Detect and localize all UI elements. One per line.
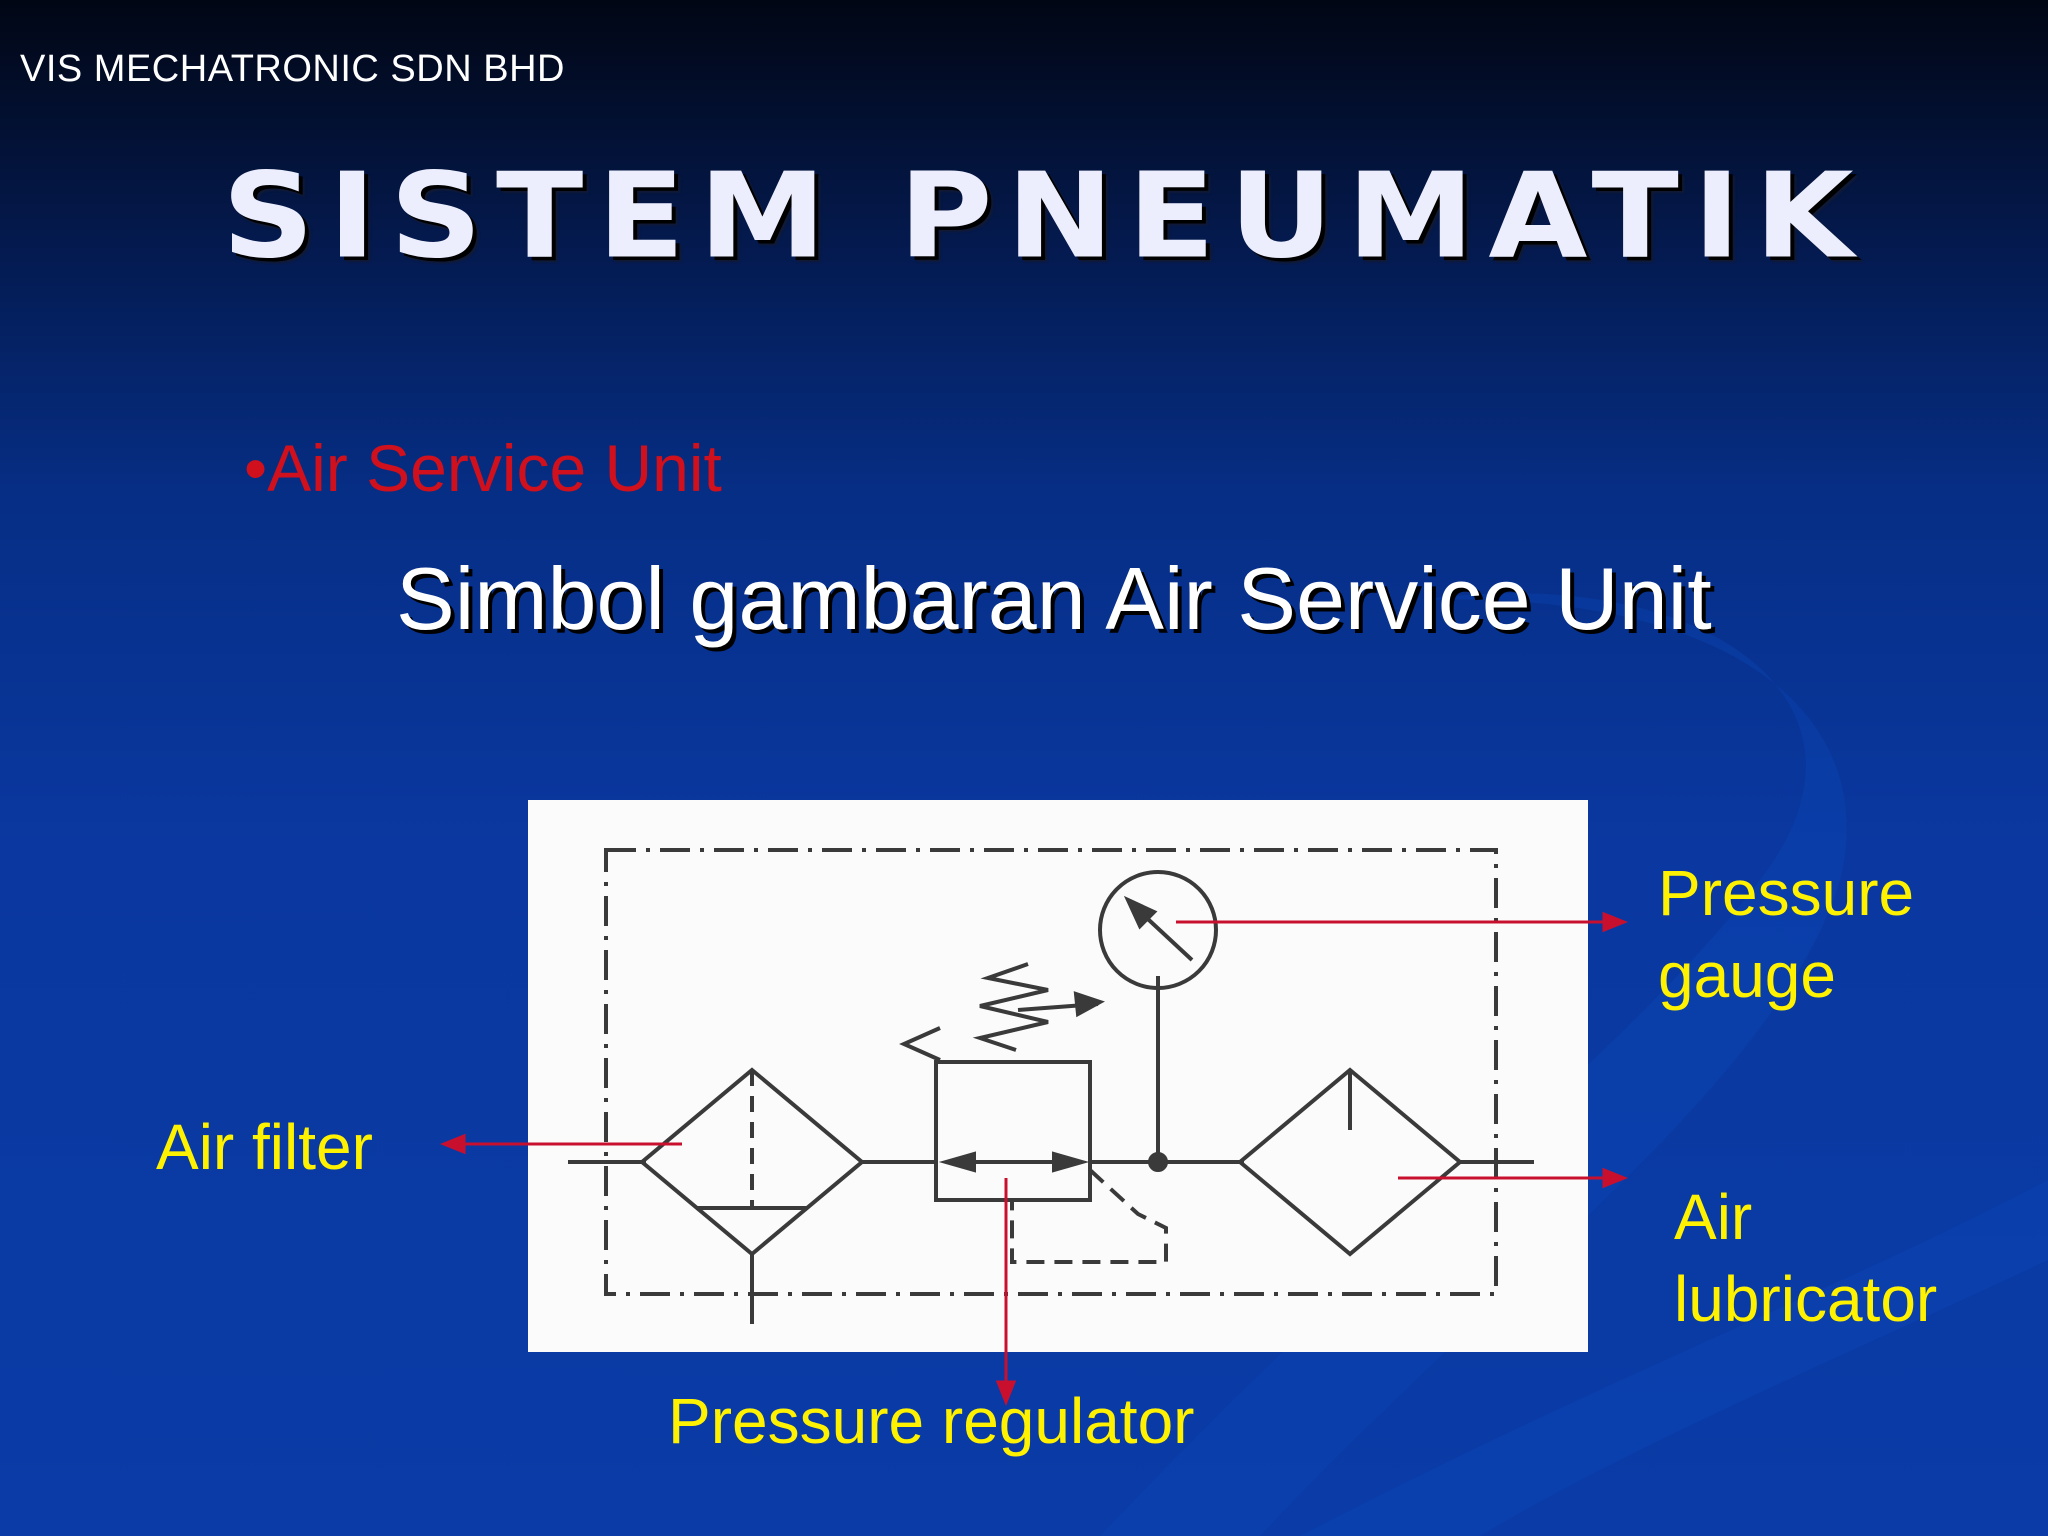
label-pressure-regulator: Pressure regulator [668,1385,1195,1457]
label-pressure-gauge: Pressure gauge [1658,852,1914,1016]
bullet-item: •Air Service Unit [244,431,722,505]
company-name: VIS MECHATRONIC SDN BHD [20,48,565,90]
slide-subtitle: Simbol gambaran Air Service Unit [396,549,1712,648]
label-pressure-gauge-line2: gauge [1658,939,1836,1011]
air-service-unit-diagram [528,800,1588,1352]
label-air-filter: Air filter [156,1111,373,1183]
label-air-lubricator: Air lubricator [1674,1176,1937,1340]
lubricator-symbol [1236,1067,1464,1257]
label-air-lubricator-line2: lubricator [1674,1263,1938,1335]
regulator-symbol [934,1060,1092,1202]
label-pressure-gauge-line1: Pressure [1658,857,1915,929]
enclosure-border [604,848,1498,1296]
service-unit-symbol [568,848,1534,1324]
label-air-lubricator-line1: Air [1674,1181,1753,1253]
slide-title: SISTEM PNEUMATIK [222,147,1868,285]
gauge-symbol [1098,870,1218,990]
